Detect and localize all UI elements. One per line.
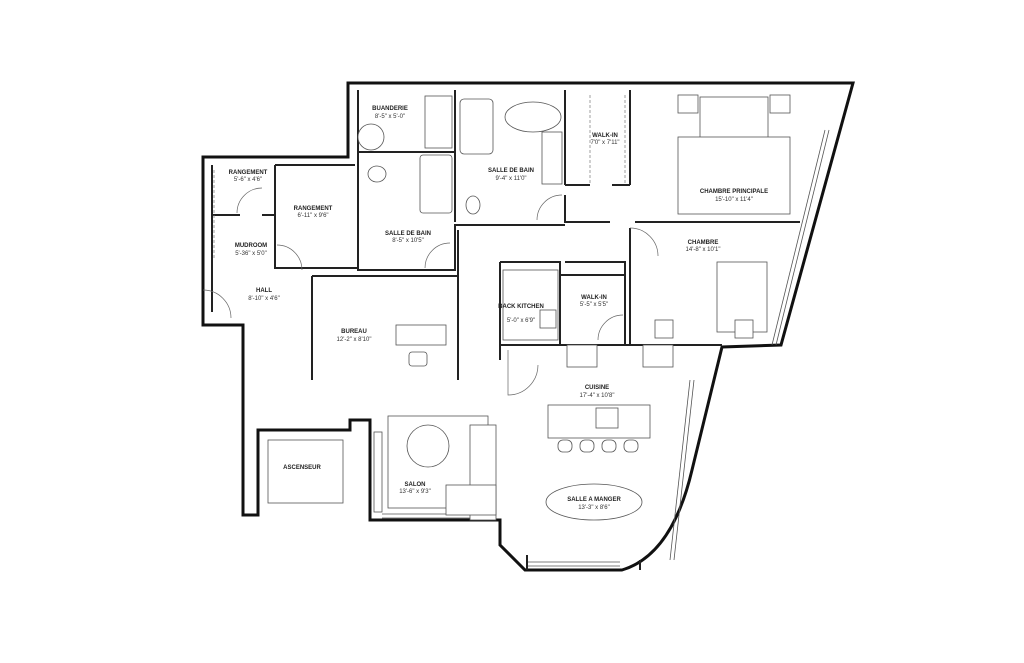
room-buanderie: BUANDERIE 8'-5" x 5'-0" — [372, 106, 408, 120]
room-name: CUISINE — [585, 385, 609, 391]
room-name: CHAMBRE PRINCIPALE — [700, 189, 768, 195]
room-size: 8'-5" x 10'5" — [392, 238, 424, 244]
room-name: MUDROOM — [235, 243, 267, 249]
room-name: ASCENSEUR — [283, 465, 321, 471]
room-walk-in-principal: WALK-IN7'0" x 7'11" — [590, 133, 619, 146]
room-mudroom: MUDROOM 5'-36" x 5'0" — [235, 243, 267, 257]
room-cuisine: CUISINE 17'-4" x 10'8" — [580, 385, 615, 399]
room-name: HALL — [256, 288, 272, 294]
room-hall: HALL 8'-10" x 4'6" — [248, 288, 280, 302]
room-size: 14'-8" x 10'1" — [686, 247, 721, 253]
room-name: SALLE A MANGER — [567, 497, 621, 503]
room-chambre-principale: CHAMBRE PRINCIPALE 15'-10" x 11'4" — [700, 189, 768, 203]
room-size: 13'-3" x 8'6" — [578, 505, 610, 511]
furniture — [213, 94, 791, 521]
room-size: 8'-10" x 4'6" — [248, 296, 280, 302]
room-size: 9'-4" x 11'0" — [495, 176, 526, 182]
room-walk-in: WALK-IN5'-5" x 5'5" — [580, 295, 608, 308]
doors — [202, 187, 659, 396]
room-name: WALK-IN — [581, 295, 607, 301]
room-size: 7'0" x 7'11" — [590, 140, 619, 146]
room-name: RANGEMENT — [294, 206, 333, 212]
room-size: 8'-5" x 5'-0" — [375, 114, 405, 120]
room-name: RANGEMENT — [229, 170, 268, 176]
room-salle-de-bain-principale: SALLE DE BAIN 9'-4" x 11'0" — [488, 168, 534, 182]
room-name: BUANDERIE — [372, 106, 408, 112]
room-name: WALK-IN — [592, 133, 618, 139]
room-bureau: BUREAU 12'-2" x 8'10" — [337, 329, 372, 343]
room-name: SALLE DE BAIN — [488, 168, 534, 174]
room-name: CHAMBRE — [688, 240, 719, 246]
room-ascenseur: ASCENSEUR — [283, 465, 321, 471]
windows — [382, 129, 830, 567]
room-size: 13'-6" x 9'3" — [399, 489, 431, 495]
room-size: 5'-36" x 5'0" — [235, 251, 267, 257]
room-name: SALLE DE BAIN — [385, 231, 431, 237]
room-back-kitchen: BACK KITCHEN 5'-0" x 6'9" — [498, 304, 544, 324]
room-size: 5'-0" x 6'9" — [507, 318, 535, 324]
room-size: 6'-11" x 9'6" — [297, 213, 328, 219]
room-size: 17'-4" x 10'8" — [580, 393, 615, 399]
room-size: 5'-5" x 5'5" — [580, 302, 608, 308]
room-name: BUREAU — [341, 329, 367, 335]
room-size: 15'-10" x 11'4" — [715, 197, 753, 203]
room-name: BACK KITCHEN — [498, 304, 544, 310]
interior-walls — [211, 90, 800, 570]
room-salle-a-manger: SALLE A MANGER 13'-3" x 8'6" — [567, 497, 621, 511]
room-size: 5'-6" x 4'6" — [234, 177, 262, 183]
exterior-wall — [201, 81, 855, 572]
room-size: 12'-2" x 8'10" — [337, 337, 372, 343]
room-name: SALON — [405, 482, 426, 488]
